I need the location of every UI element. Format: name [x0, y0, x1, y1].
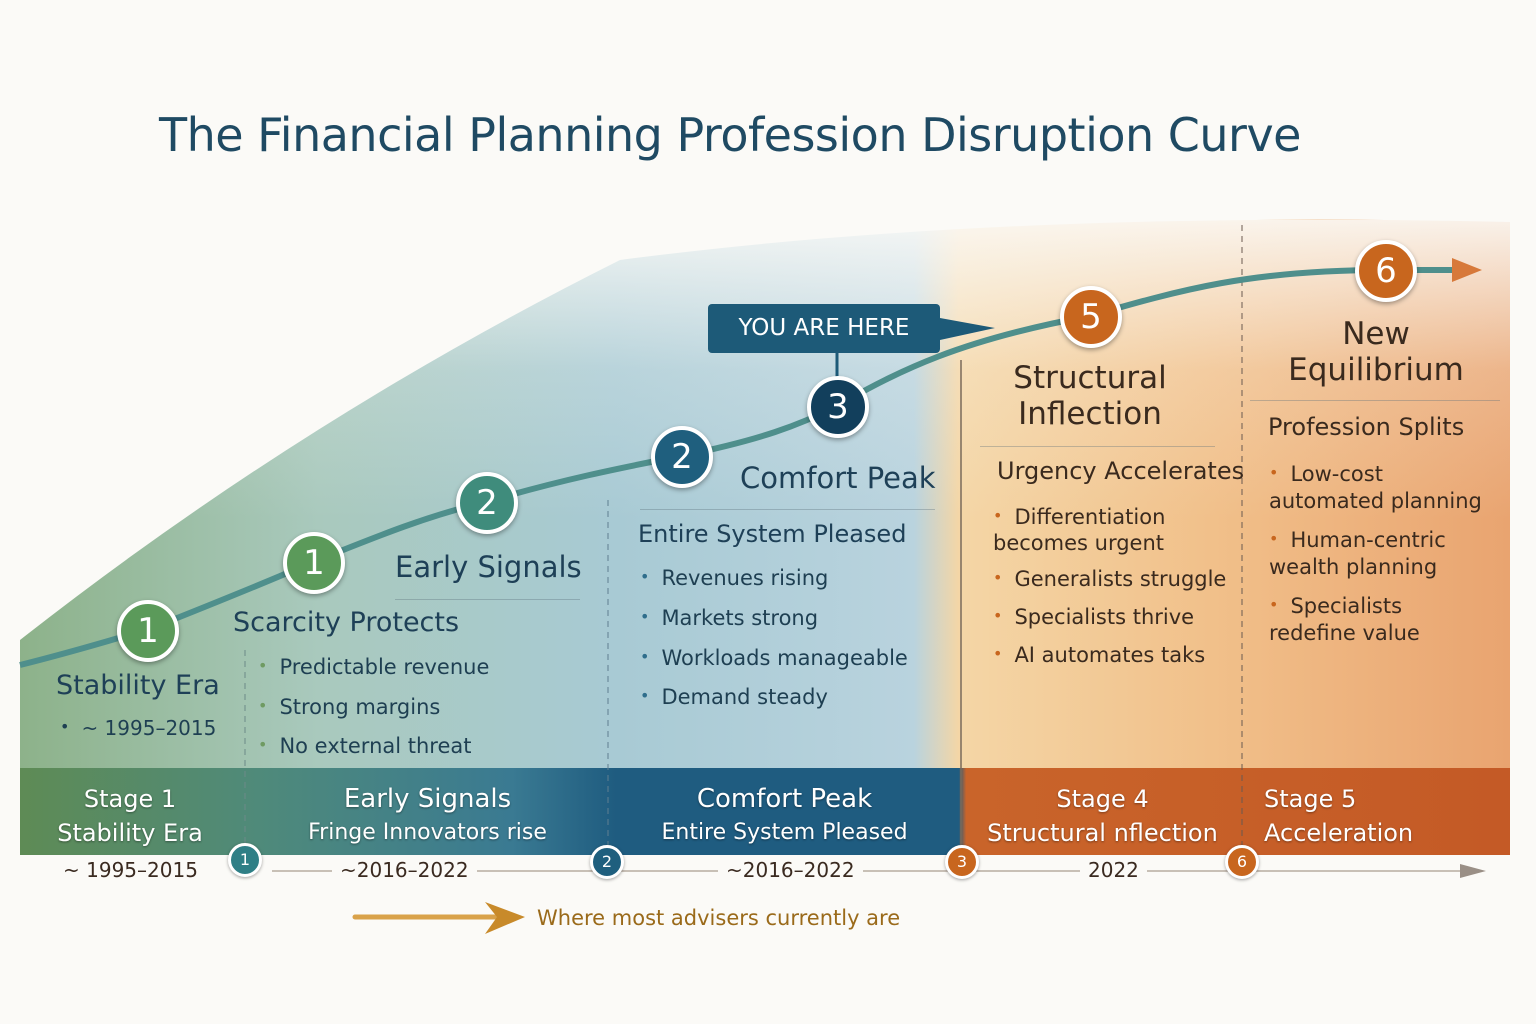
timeline-date: ~ 1995–2015 [63, 858, 198, 882]
page-title: The Financial Planning Profession Disrup… [159, 108, 1301, 162]
timeline-date: ~2016–2022 [718, 858, 863, 882]
list-item: Markets strong [640, 606, 818, 630]
new-equilibrium-subheading: Profession Splits [1268, 413, 1465, 441]
timeline-marker-1: 1 [228, 843, 262, 877]
stability-era-heading: Stability Era [56, 670, 220, 701]
timeline-date: 2022 [1080, 858, 1147, 882]
callout-pointer [940, 318, 995, 340]
stage-band [20, 768, 1510, 855]
early-signals-heading: Early Signals [395, 550, 582, 584]
curve-marker-2b: 2 [651, 426, 713, 488]
structural-inflection-heading: Structural Inflection [1013, 360, 1167, 432]
footnote: Where most advisers currently are [537, 906, 901, 930]
timeline-date: ~2016–2022 [332, 858, 477, 882]
list-item: Revenues rising [640, 566, 828, 590]
structural-inflection-subheading: Urgency Accelerates [997, 457, 1245, 485]
timeline-marker-6: 6 [1225, 845, 1259, 879]
list-item: Differentiation becomes urgent [993, 503, 1183, 556]
list-item: Workloads manageable [640, 646, 907, 670]
list-item: Generalists struggle [993, 567, 1226, 591]
curve-marker-6: 6 [1355, 240, 1417, 302]
curve-marker-5: 5 [1060, 286, 1122, 348]
list-item: AI automates taks [993, 643, 1205, 667]
scarcity-protects-heading: Scarcity Protects [233, 607, 460, 638]
list-item: Demand steady [640, 685, 827, 709]
list-item: Strong margins [258, 695, 440, 719]
timeline-marker-3: 3 [945, 845, 979, 879]
comfort-peak-subheading: Entire System Pleased [638, 520, 907, 548]
list-item: Predictable revenue [258, 655, 489, 679]
list-item: Specialists thrive [993, 605, 1194, 629]
footnote-arrow-icon [485, 902, 525, 934]
new-equilibrium-heading: New Equilibrium [1288, 316, 1464, 388]
comfort-peak-heading: Comfort Peak [740, 461, 936, 495]
curve-arrowhead [1452, 258, 1482, 282]
list-item: Human-centric wealth planning [1269, 525, 1504, 581]
list-item: No external threat [258, 734, 471, 758]
curve-marker-1: 1 [117, 600, 179, 662]
list-item: Specialists redefine value [1269, 591, 1494, 647]
curve-marker-3: 3 [807, 376, 869, 438]
you-are-here-callout: YOU ARE HERE [708, 304, 940, 353]
timeline-marker-2: 2 [590, 845, 624, 879]
stability-era-dates: ~ 1995–2015 [60, 716, 216, 740]
curve-marker-1b: 1 [283, 532, 345, 594]
list-item: Low-cost automated planning [1269, 459, 1494, 515]
curve-marker-2: 2 [456, 472, 518, 534]
